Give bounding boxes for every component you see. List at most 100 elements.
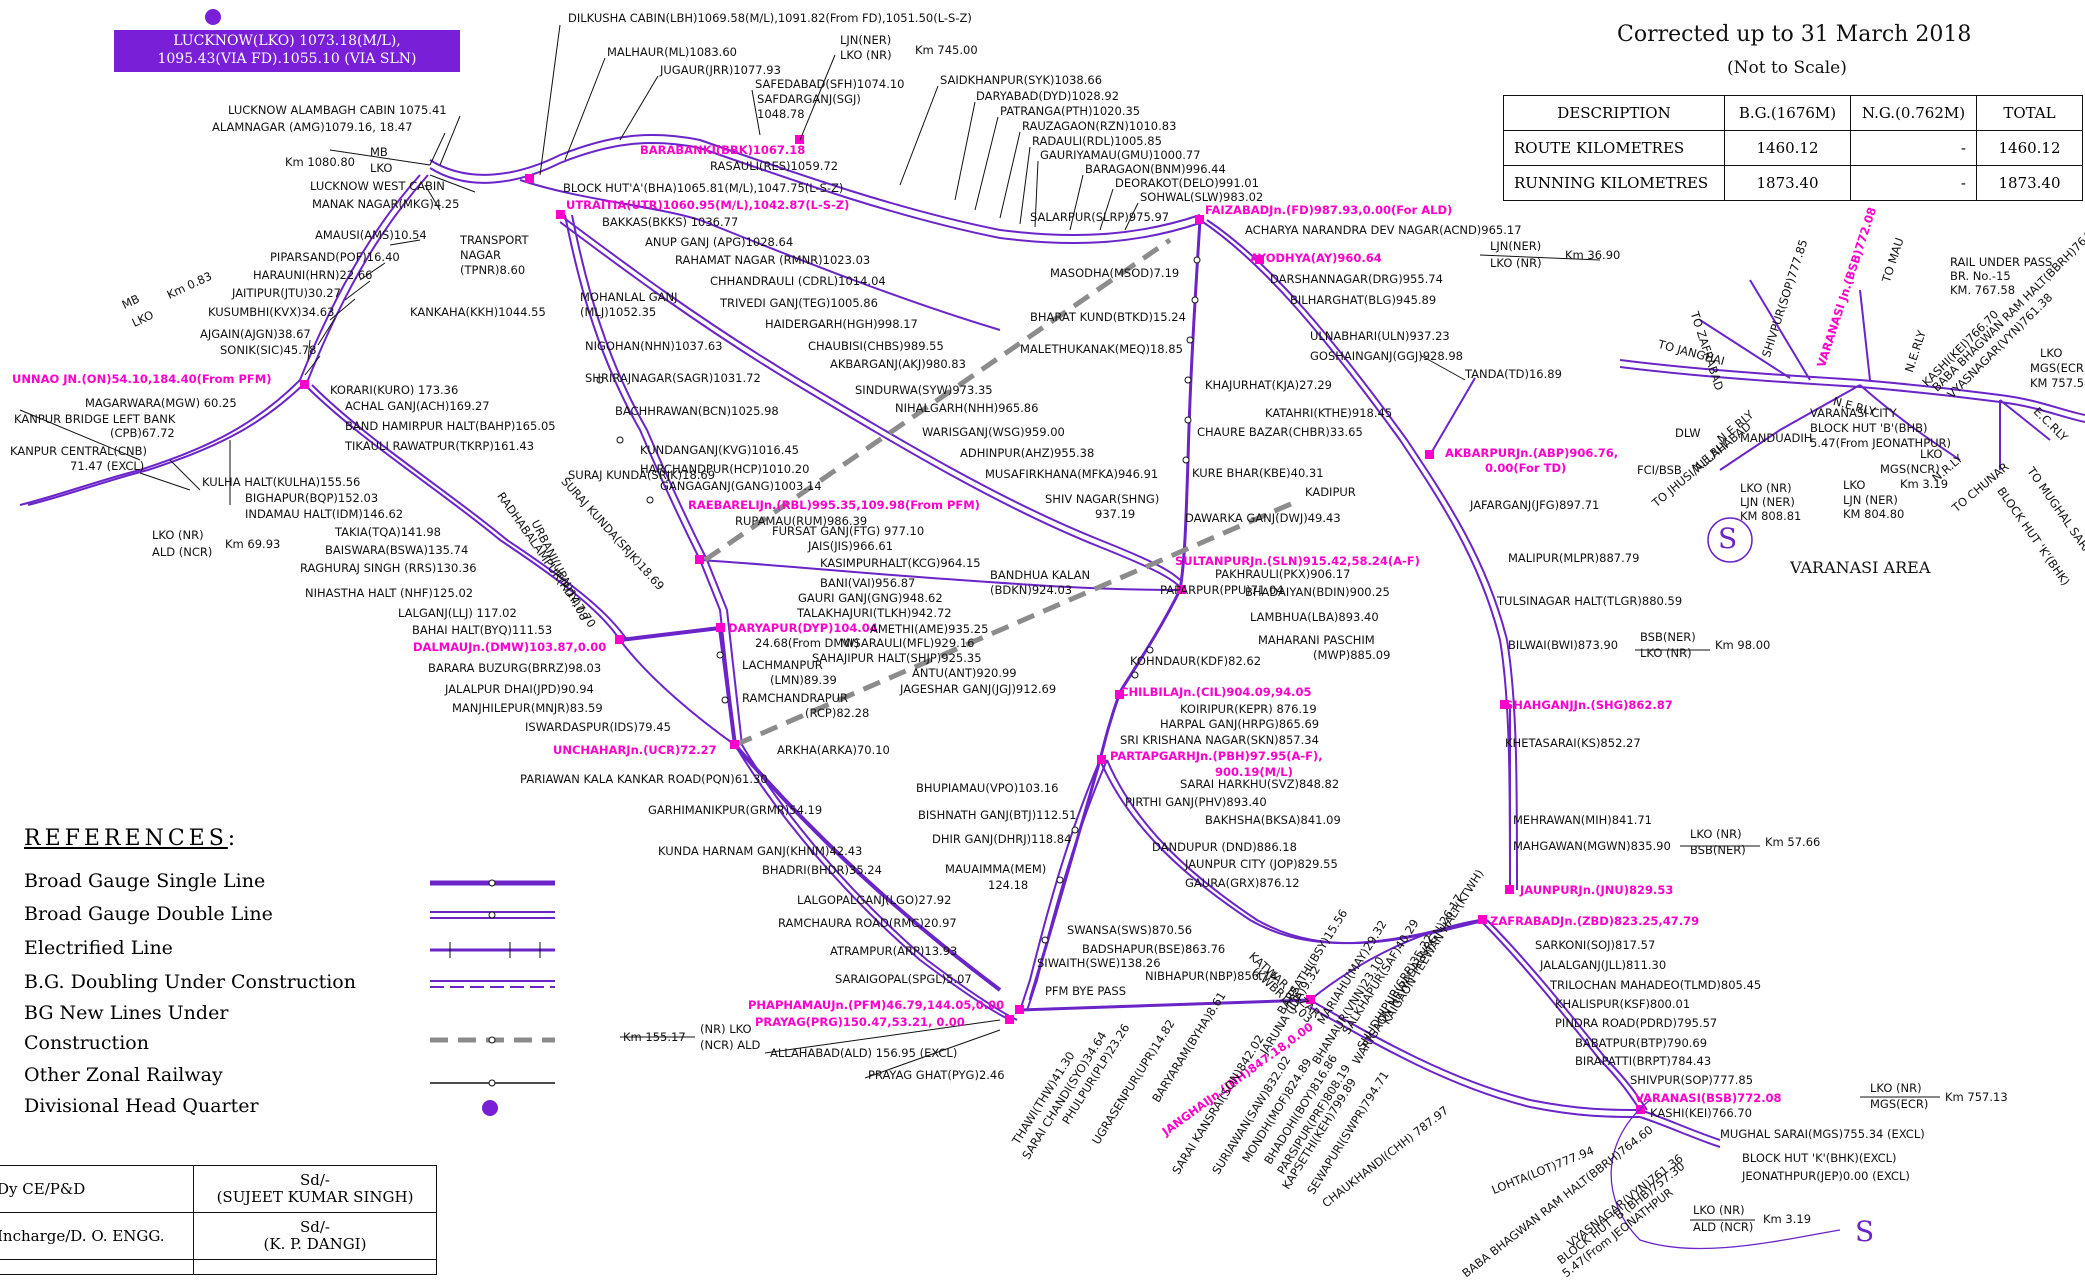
- sig-name: (K. P. DANGI): [263, 1235, 367, 1253]
- station-label: AJGAIN(AJGN)38.67: [200, 327, 311, 341]
- station-label: SHRIRAJNAGAR(SAGR)1031.72: [585, 371, 761, 385]
- station-label: RAIL UNDER PASS: [1950, 255, 2053, 269]
- row-ng: -: [1850, 130, 1977, 166]
- station-label: GANGAGANJ(GANG)1003.14: [660, 479, 822, 493]
- station-label: KHETASARAI(KS)852.27: [1505, 736, 1641, 750]
- station-label: JAUNPUR CITY (JOP)829.55: [1185, 857, 1338, 871]
- station-label: RUPAMAU(RUM)986.39: [735, 514, 868, 528]
- station-label: LUCKNOW ALAMBAGH CABIN 1075.41: [228, 103, 447, 117]
- station-label: BADSHAPUR(BSE)863.76: [1082, 942, 1226, 956]
- station-label: BARAGAON(BNM)996.44: [1085, 162, 1226, 176]
- station-label: SINDURWA(SYW)973.35: [855, 383, 993, 397]
- legend-symbols: [430, 879, 555, 1116]
- station-label: Km 1080.80: [285, 155, 355, 169]
- station-label: WARISGANJ(WSG)959.00: [922, 425, 1065, 439]
- station-label: INDAMAU HALT(IDM)146.62: [245, 507, 404, 521]
- junction-markers: [300, 135, 1645, 1114]
- station-label: BISHNATH GANJ(BTJ)112.51: [918, 808, 1077, 822]
- station-label: PFM BYE PASS: [1045, 984, 1126, 998]
- station-label: (MLJ)1052.35: [580, 305, 657, 319]
- station-label: BLOCK HUT 'K'(BHK)(EXCL): [1742, 1151, 1897, 1165]
- station-label: KUNDANGANJ(KVG)1016.45: [640, 443, 799, 457]
- station-label: SAHAJIPUR HALT(SHJP)925.35: [812, 651, 982, 665]
- station-label: BHUPIAMAU(VPO)103.16: [916, 781, 1059, 795]
- station-label: KM 757.58: [2030, 376, 2085, 390]
- station-label: TRANSPORT: [460, 233, 529, 247]
- station-label: DHIR GANJ(DHRJ)118.84: [932, 832, 1072, 846]
- station-label: ALLAHABAD(ALD) 156.95 (EXCL): [770, 1046, 958, 1060]
- station-label: NIBHAPUR(NBP)856.74: [1145, 969, 1278, 983]
- station-label: TAKIA(TQA)141.98: [335, 525, 441, 539]
- station-label: MUSAFIRKHANA(MFKA)946.91: [985, 467, 1159, 481]
- station-label: NAGAR: [460, 248, 502, 262]
- station-label: DALMAUJn.(DMW)103.87,0.00: [413, 640, 607, 654]
- station-label: KUSUMBHI(KVX)34.63: [208, 305, 335, 319]
- station-label: LACHMANPUR: [742, 658, 823, 672]
- sig-role: Dy CE/P&D: [0, 1165, 194, 1213]
- station-label: 0.00(For TD): [1485, 461, 1567, 475]
- station-label: BAHAI HALT(BYQ)111.53: [412, 623, 553, 637]
- legend-electrified: Electrified Line: [24, 937, 173, 959]
- station-label: BHADRI(BHDR)35.24: [762, 863, 882, 877]
- station-label: LJN (NER): [1740, 495, 1795, 509]
- station-label: HARPAL GANJ(HRPG)865.69: [1160, 717, 1320, 731]
- station-label: BABATPUR(BTP)790.69: [1575, 1036, 1708, 1050]
- station-label: DANDUPUR (DND)886.18: [1152, 840, 1297, 854]
- sig-role: Incharge/D. O. ENGG.: [0, 1212, 194, 1260]
- station-label: JALALPUR DHAI(JPD)90.94: [445, 682, 594, 696]
- station-label: AMETHI(AME)935.25: [870, 622, 989, 636]
- station-label: Km 57.66: [1765, 835, 1821, 849]
- station-label: PATRANGA(PTH)1020.35: [1000, 104, 1141, 118]
- station-label: GARHIMANIKPUR(GRMR)54.19: [648, 803, 823, 817]
- station-label: KURE BHAR(KBE)40.31: [1192, 466, 1324, 480]
- station-label: KADIPUR: [1305, 485, 1356, 499]
- col-description: DESCRIPTION: [1503, 95, 1725, 131]
- station-label: LKO: [1843, 478, 1866, 492]
- station-label: BAKKAS(BKKS) 1036.77: [602, 215, 739, 229]
- station-label: ULNABHARI(ULN)937.23: [1310, 329, 1450, 343]
- station-label: KULHA HALT(KULHA)155.56: [202, 475, 361, 489]
- station-label: Km 98.00: [1715, 638, 1771, 652]
- station-label: SAIDKHANPUR(SYK)1038.66: [940, 73, 1103, 87]
- station-label: SARKONI(SOJ)817.57: [1535, 938, 1656, 952]
- station-label: KASHI(KEI)766.70: [1650, 1106, 1752, 1120]
- station-label: FCI/BSB: [1637, 463, 1682, 477]
- station-label: PIRTHI GANJ(PHV)893.40: [1125, 795, 1267, 809]
- row-ng: -: [1850, 165, 1977, 201]
- station-label: SOHWAL(SLW)983.02: [1140, 190, 1264, 204]
- station-label: (CPB)67.72: [110, 426, 175, 440]
- station-label: DILKUSHA CABIN(LBH)1069.58(M/L),1091.82(…: [568, 11, 972, 25]
- references-title: REFERENCES: [24, 826, 228, 851]
- station-label: ALAMNAGAR (AMG)1079.16, 18.47: [212, 120, 413, 134]
- station-label: Km 36.90: [1565, 248, 1621, 262]
- new-line-construction: [703, 237, 1301, 748]
- station-label: SHIV NAGAR(SHNG): [1045, 492, 1160, 506]
- station-label: ISWARDASPUR(IDS)79.45: [525, 720, 671, 734]
- station-label: FAIZABADJn.(FD)987.93,0.00(For ALD): [1205, 203, 1453, 217]
- station-label: SALARPUR(SLRP)975.97: [1030, 210, 1170, 224]
- station-label: KORARI(KURO) 173.36: [330, 383, 459, 397]
- station-label: AYODHYA(AY)960.64: [1250, 251, 1382, 265]
- station-label: SAFDARGANJ(SGJ): [757, 92, 861, 106]
- hq-dot: [205, 9, 221, 25]
- station-label: ACHAL GANJ(ACH)169.27: [345, 399, 490, 413]
- hq-line-1: LUCKNOW(LKO) 1073.18(M/L),: [173, 33, 401, 49]
- station-label: UTRAITIA(UTR)1060.95(M/L),1042.87(L-S-Z): [566, 198, 850, 212]
- station-label: (BDKN)924.03: [990, 583, 1073, 597]
- varanasi-s-symbol: S: [1718, 522, 1738, 555]
- station-label: MALHAUR(ML)1083.60: [607, 45, 737, 59]
- legend-bg-double: Broad Gauge Double Line: [24, 903, 273, 925]
- station-label: (MWP)885.09: [1313, 648, 1391, 662]
- station-label: ALD (NCR): [1693, 1220, 1754, 1234]
- station-label: SWANSA(SWS)870.56: [1067, 923, 1193, 937]
- station-label: GAURIYAMAU(GMU)1000.77: [1040, 148, 1201, 162]
- station-label: Km 757.13: [1945, 1090, 2008, 1104]
- station-label: SULTANPURJn.(SLN)915.42,58.24(A-F): [1175, 554, 1420, 568]
- station-label: AKBARGANJ(AKJ)980.83: [830, 357, 966, 371]
- station-label: NIGOHAN(NHN)1037.63: [585, 339, 723, 353]
- station-label: MALETHUKANAK(MEQ)18.85: [1020, 342, 1183, 356]
- station-label: GAURA(GRX)876.12: [1185, 876, 1300, 890]
- station-label: NIHASTHA HALT (NHF)125.02: [305, 586, 474, 600]
- station-label: MGS(NCR): [1880, 462, 1940, 476]
